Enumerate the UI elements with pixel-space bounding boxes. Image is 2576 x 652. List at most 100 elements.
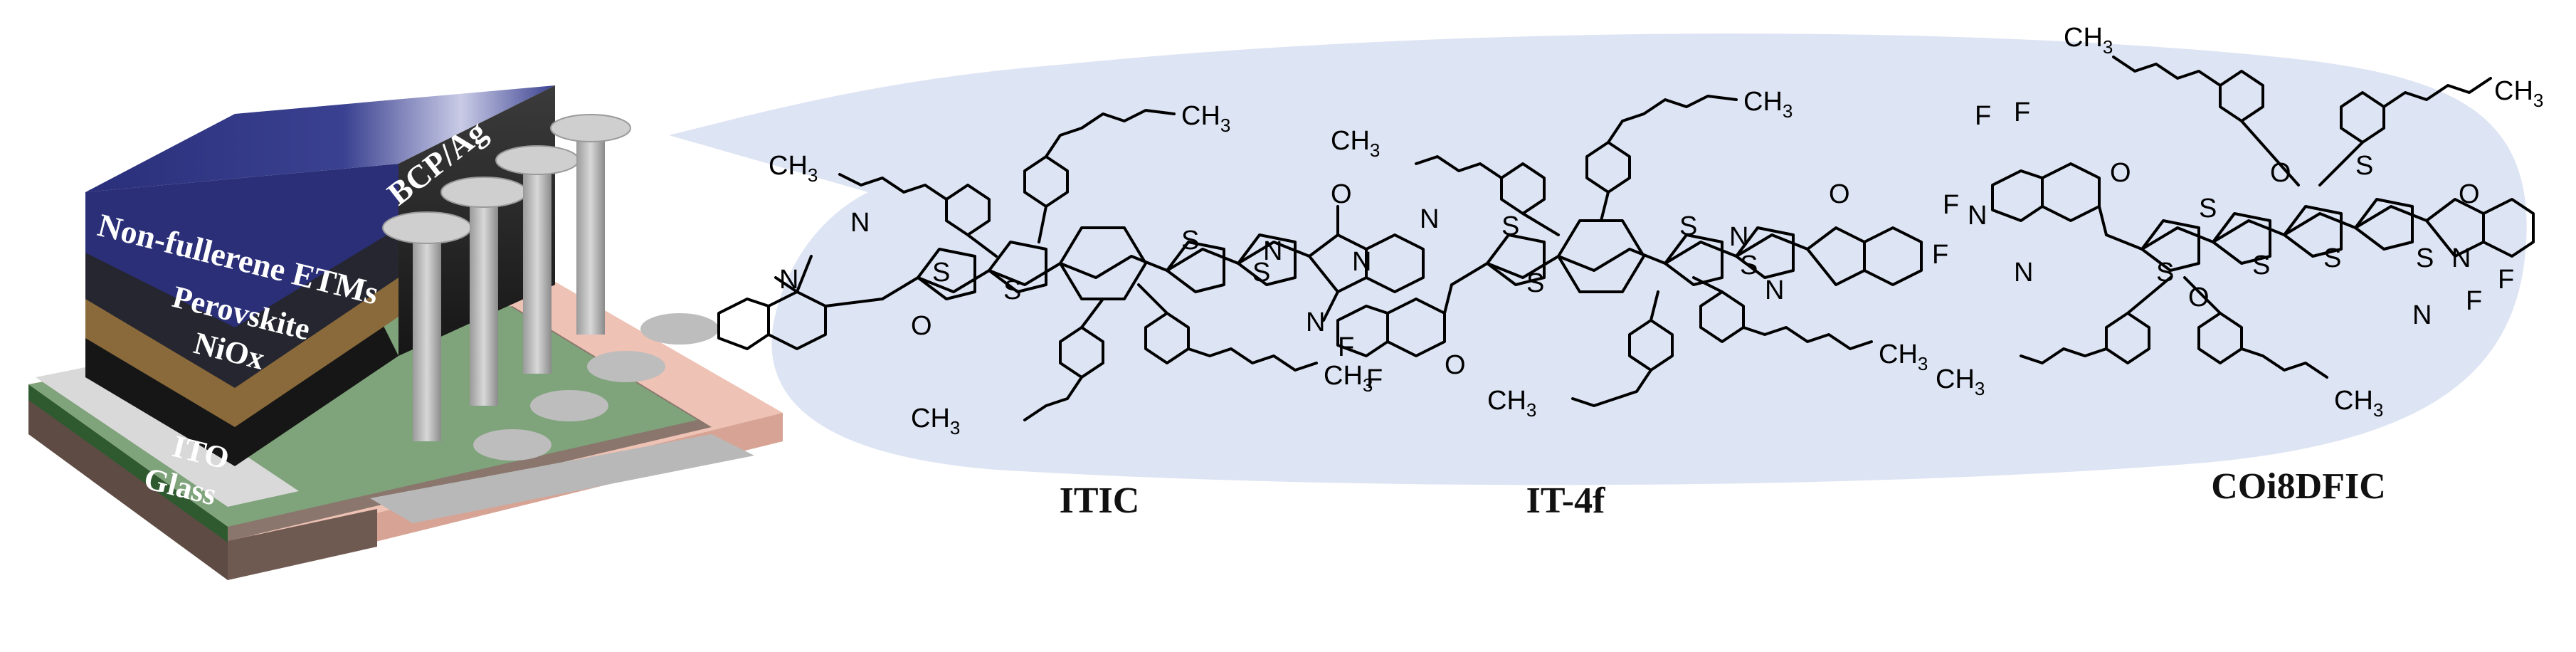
- it4f-vinyl-left: [1443, 283, 1453, 315]
- coi-n4: N: [2412, 300, 2432, 330]
- coi-ring-1: [2140, 219, 2200, 272]
- itic-link-dl: [1080, 298, 1104, 329]
- it4f-n1: N: [1420, 204, 1439, 234]
- coi-end-left-benzo: [1991, 169, 2044, 222]
- itic-ring-5: [1237, 233, 1297, 286]
- itic-methyl-b: CH3: [1181, 101, 1230, 136]
- itic-ring-4: [1166, 241, 1225, 293]
- pillar-3: [523, 160, 551, 374]
- itic-chain-ur: [1045, 109, 1176, 158]
- itic-vinyl-left: [824, 298, 884, 307]
- itic-ring-1: [917, 248, 976, 300]
- pillar-1: [413, 228, 441, 441]
- pillar-4: [576, 128, 605, 335]
- device-stack: BCP/Ag Non-fullerene ETMs Perovskite NiO…: [28, 85, 783, 580]
- itic-o1: O: [1331, 179, 1352, 209]
- coi-o3: O: [2188, 283, 2210, 312]
- coi-methyl-b: CH3: [2494, 76, 2543, 111]
- itic-n3: N: [1263, 236, 1282, 266]
- pillar-2-cap: [440, 177, 527, 208]
- pillar-2: [470, 192, 498, 406]
- pillar-4-cap: [550, 114, 631, 142]
- coi-s3: S: [2252, 251, 2270, 280]
- coi-end-right-benzo: [2482, 198, 2535, 258]
- coi-s6: S: [2416, 243, 2434, 273]
- it4f-chain-dr: [1742, 326, 1873, 350]
- coi-f3: F: [2498, 265, 2514, 295]
- coi-s4: S: [2323, 243, 2341, 273]
- coi-link-ul: [2240, 120, 2300, 186]
- it4f-s1: S: [1501, 211, 1519, 241]
- glass-layer-side: [28, 399, 228, 580]
- it4f-f2: F: [1366, 364, 1383, 394]
- it4f-end-left-benzo: [1336, 305, 1389, 357]
- top-contact-surface: [85, 85, 555, 192]
- itic-s4: S: [1252, 258, 1270, 288]
- it4f-link-ul: [1521, 212, 1560, 236]
- it4f-methyl-c: CH3: [1879, 340, 1928, 374]
- it4f-chain-dl: [1571, 369, 1652, 407]
- it4f-n2: N: [1352, 247, 1371, 277]
- coi-f1: F: [1975, 101, 1991, 131]
- it4f-phenyl-ul: [1500, 162, 1546, 215]
- molecule-itic: CH3 CH3 CH3 CH3 S S S S O O N N N N ITIC: [717, 101, 1425, 521]
- itic-chain-dr: [1187, 347, 1318, 372]
- it4f-link-ur: [1600, 191, 1610, 222]
- top-contact-side: [85, 164, 398, 327]
- coi-o4: O: [2459, 179, 2480, 209]
- it4f-methyl-d: CH3: [1487, 386, 1536, 421]
- itic-chain-dl: [1023, 376, 1083, 421]
- itic-s1: S: [932, 258, 950, 288]
- ito-layer-side: [28, 384, 228, 542]
- coi-backbone: [2105, 205, 2428, 251]
- it4f-s2: S: [1526, 268, 1544, 298]
- it4f-f4: F: [1932, 240, 1948, 270]
- itic-o2: O: [911, 311, 932, 341]
- contact-bar: [370, 434, 754, 523]
- it4f-s3: S: [1679, 211, 1697, 241]
- coi-phenyl-ur: [2340, 91, 2385, 144]
- coi-link-dl: [2126, 276, 2172, 315]
- it4f-f1: F: [1338, 332, 1354, 362]
- itic-chain-ul: [838, 173, 948, 201]
- coi-methyl-d: CH3: [1936, 364, 1985, 399]
- coi-ring-2: [2212, 212, 2271, 265]
- coi-n3: N: [2451, 243, 2471, 273]
- coi-n2: N: [2014, 258, 2033, 288]
- coi-ring-3: [2283, 205, 2343, 258]
- coi-s1: S: [2156, 258, 2174, 288]
- pillar-3-cap: [495, 145, 579, 175]
- it4f-ring-4: [1735, 226, 1795, 279]
- it4f-s4: S: [1740, 251, 1758, 280]
- coi-methyl-c: CH3: [2334, 386, 2383, 421]
- coi-o1: O: [2110, 158, 2131, 188]
- itic-cn-left-1: [796, 255, 813, 293]
- coi-methyl-a: CH3: [2064, 23, 2113, 58]
- itic-link-dr: [1137, 283, 1168, 315]
- molecule-coi8dfic: CH3 CH3 CH3 CH3 S S S S S S O O O O N N …: [1936, 23, 2543, 507]
- itic-link-ul: [966, 233, 998, 258]
- it4f-n3: N: [1729, 222, 1748, 252]
- it4f-end-right-benzo: [1863, 226, 1923, 286]
- coi-chain-ul: [2112, 56, 2222, 87]
- coi-vinyl-left: [2098, 205, 2108, 236]
- coi-o2: O: [2270, 158, 2291, 188]
- pillar-1-cap: [382, 211, 472, 244]
- label-it4f: IT-4f: [1526, 480, 1605, 521]
- it4f-o2: O: [1445, 350, 1466, 380]
- it4f-chain-ur: [1607, 95, 1738, 144]
- pad-2: [530, 390, 608, 421]
- label-coi8dfic: COi8DFIC: [2211, 466, 2386, 507]
- it4f-ring-1: [1486, 233, 1546, 286]
- itic-ring-3: [1059, 226, 1147, 300]
- it4f-chain-ul: [1415, 155, 1503, 179]
- coi-chain-dr: [2240, 347, 2328, 379]
- ito-strip: [36, 363, 299, 507]
- coi-f4: F: [2466, 286, 2482, 316]
- itic-n1: N: [850, 208, 870, 238]
- it4f-n4: N: [1765, 275, 1784, 305]
- it4f-link-dl: [1649, 290, 1659, 322]
- itic-n2: N: [779, 265, 798, 295]
- pad-1: [473, 429, 551, 461]
